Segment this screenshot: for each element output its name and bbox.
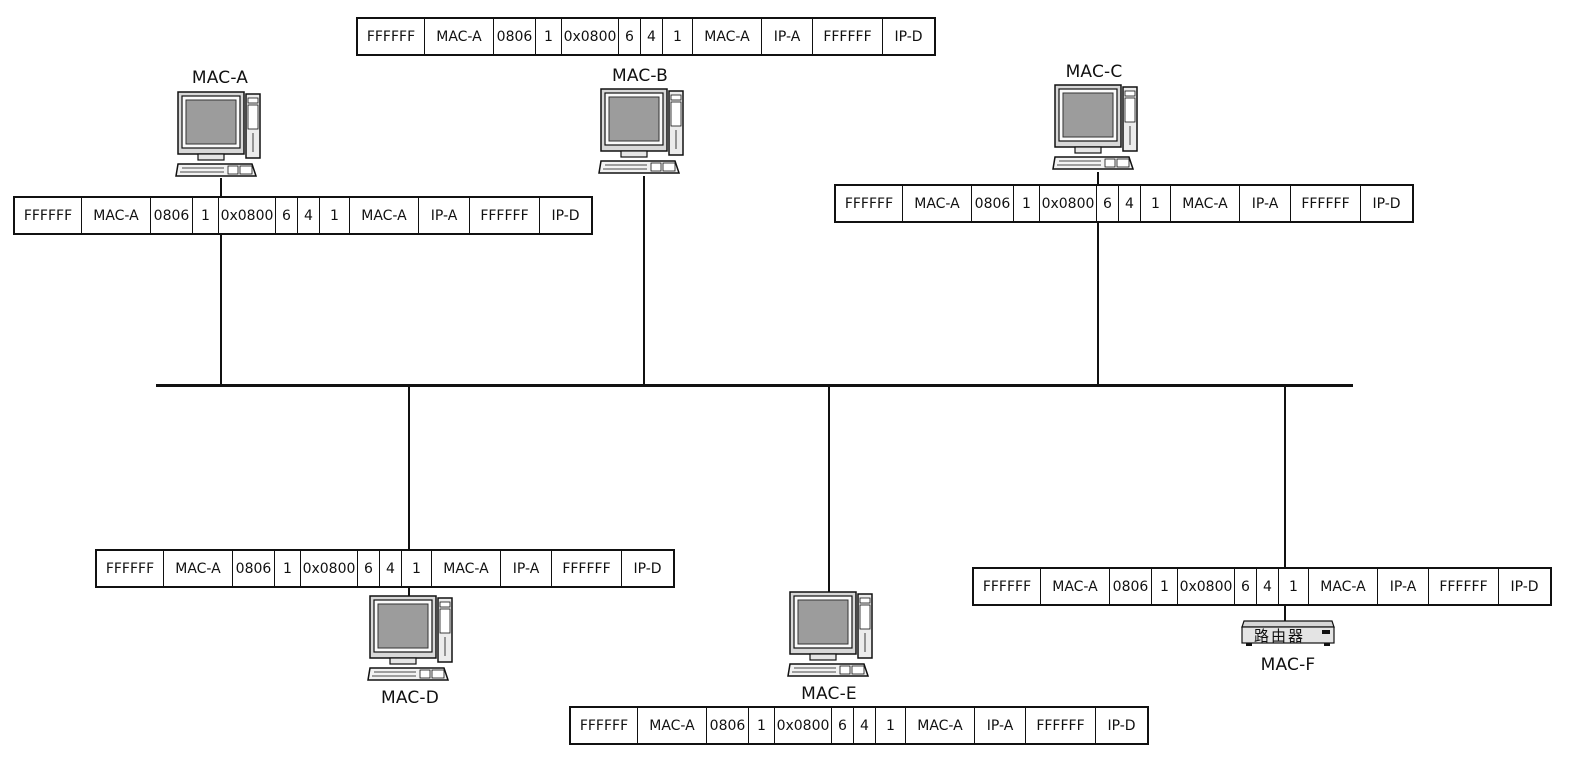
computer-mac-b xyxy=(597,87,689,183)
frame-field-sender-ip: IP-A xyxy=(1239,186,1290,221)
computer-mac-e xyxy=(786,590,878,686)
frame-field-dest-mac: FFFFFF xyxy=(366,28,416,45)
drop-line-mac-b xyxy=(643,176,645,385)
frame-field-proto-size: 4 xyxy=(853,708,875,743)
frame-field-sender-mac: MAC-A xyxy=(1170,186,1239,221)
frame-field-frame-type: 0806 xyxy=(493,19,535,54)
frame-field-hw-size: 6 xyxy=(1234,569,1256,604)
frame-field-op-code: 1 xyxy=(319,198,349,233)
frame-field-frame-type: 0806 xyxy=(971,186,1013,221)
drop-line-mac-a xyxy=(220,178,222,385)
frame-field-sender-ip: IP-A xyxy=(761,19,812,54)
frame-field-sender-mac: MAC-A xyxy=(905,708,974,743)
frame-field-proto-size: 4 xyxy=(379,551,401,586)
frame-field-op-code: 1 xyxy=(662,19,692,54)
drop-line-mac-f xyxy=(1284,386,1286,622)
frame-field-target-ip: IP-D xyxy=(1498,569,1550,604)
frame-field-target-ip: IP-D xyxy=(621,551,673,586)
frame-field-target-mac: FFFFFF xyxy=(1290,186,1360,221)
frame-field-dest-mac: FFFFFF xyxy=(105,560,155,577)
frame-field-proto-size: 4 xyxy=(1118,186,1140,221)
node-label-mac-a: MAC-A xyxy=(191,68,249,88)
frame-field-proto-type: 0x0800 xyxy=(774,708,831,743)
frame-field-proto-size: 4 xyxy=(297,198,319,233)
frame-field-sender-mac: MAC-A xyxy=(431,551,500,586)
frame-field-target-ip: IP-D xyxy=(882,19,934,54)
frame-field-target-mac: FFFFFF xyxy=(1428,569,1498,604)
frame-field-hw-type: 1 xyxy=(192,198,218,233)
frame-field-dest-mac: FFFFFF xyxy=(579,717,629,734)
frame-field-target-ip: IP-D xyxy=(1095,708,1147,743)
frame-field-hw-type: 1 xyxy=(1151,569,1177,604)
network-bus xyxy=(156,384,1353,387)
frame-field-dest-mac: FFFFFF xyxy=(982,578,1032,595)
router-label: 路由器 xyxy=(1254,627,1306,645)
frame-field-target-ip: IP-D xyxy=(1360,186,1412,221)
frame-field-proto-type: 0x0800 xyxy=(1177,569,1234,604)
frame-field-op-code: 1 xyxy=(1278,569,1308,604)
node-label-mac-c: MAC-C xyxy=(1065,62,1123,82)
frame-field-sender-ip: IP-A xyxy=(500,551,551,586)
node-label-mac-f: MAC-F xyxy=(1260,655,1316,675)
frame-field-op-code: 1 xyxy=(875,708,905,743)
frame-field-proto-size: 4 xyxy=(640,19,662,54)
frame-field-proto-type: 0x0800 xyxy=(1039,186,1096,221)
frame-field-src-mac: MAC-A xyxy=(81,198,150,233)
frame-field-hw-type: 1 xyxy=(1013,186,1039,221)
frame-field-frame-type: 0806 xyxy=(232,551,274,586)
frame-field-target-ip: IP-D xyxy=(539,198,591,233)
frame-field-dest-mac: FFFFFF xyxy=(23,207,73,224)
frame-field-proto-size: 4 xyxy=(1256,569,1278,604)
frame-field-proto-type: 0x0800 xyxy=(300,551,357,586)
frame-field-src-mac: MAC-A xyxy=(163,551,232,586)
drop-line-mac-e xyxy=(828,386,830,594)
computer-mac-d xyxy=(366,594,458,690)
router-icon: 路由器 xyxy=(1240,619,1336,651)
frame-field-src-mac: MAC-A xyxy=(424,19,493,54)
computer-mac-a xyxy=(174,90,266,186)
frame-field-sender-mac: MAC-A xyxy=(692,19,761,54)
frame-field-frame-type: 0806 xyxy=(1109,569,1151,604)
frame-field-hw-size: 6 xyxy=(618,19,640,54)
frame-field-hw-type: 1 xyxy=(748,708,774,743)
frame-field-sender-mac: MAC-A xyxy=(1308,569,1377,604)
frame-field-sender-ip: IP-A xyxy=(974,708,1025,743)
frame-field-hw-type: 1 xyxy=(274,551,300,586)
frame-field-hw-size: 6 xyxy=(357,551,379,586)
frame-field-frame-type: 0806 xyxy=(706,708,748,743)
frame-field-hw-size: 6 xyxy=(831,708,853,743)
frame-field-src-mac: MAC-A xyxy=(637,708,706,743)
frame-field-sender-ip: IP-A xyxy=(418,198,469,233)
frame-field-target-mac: FFFFFF xyxy=(1025,708,1095,743)
frame-field-op-code: 1 xyxy=(1140,186,1170,221)
frame-field-sender-ip: IP-A xyxy=(1377,569,1428,604)
drop-line-mac-c xyxy=(1097,172,1099,385)
frame-field-frame-type: 0806 xyxy=(150,198,192,233)
drop-line-mac-d xyxy=(408,386,410,598)
frame-field-target-mac: FFFFFF xyxy=(812,19,882,54)
frame-field-hw-type: 1 xyxy=(535,19,561,54)
frame-field-sender-mac: MAC-A xyxy=(349,198,418,233)
frame-field-op-code: 1 xyxy=(401,551,431,586)
computer-mac-c xyxy=(1051,83,1143,179)
node-label-mac-e: MAC-E xyxy=(801,684,857,704)
frame-field-target-mac: FFFFFF xyxy=(469,198,539,233)
frame-field-src-mac: MAC-A xyxy=(902,186,971,221)
frame-field-proto-type: 0x0800 xyxy=(218,198,275,233)
frame-field-proto-type: 0x0800 xyxy=(561,19,618,54)
frame-field-hw-size: 6 xyxy=(1096,186,1118,221)
frame-field-target-mac: FFFFFF xyxy=(551,551,621,586)
node-label-mac-d: MAC-D xyxy=(380,688,440,708)
frame-field-hw-size: 6 xyxy=(275,198,297,233)
frame-field-src-mac: MAC-A xyxy=(1040,569,1109,604)
frame-field-dest-mac: FFFFFF xyxy=(844,195,894,212)
node-label-mac-b: MAC-B xyxy=(611,66,669,86)
